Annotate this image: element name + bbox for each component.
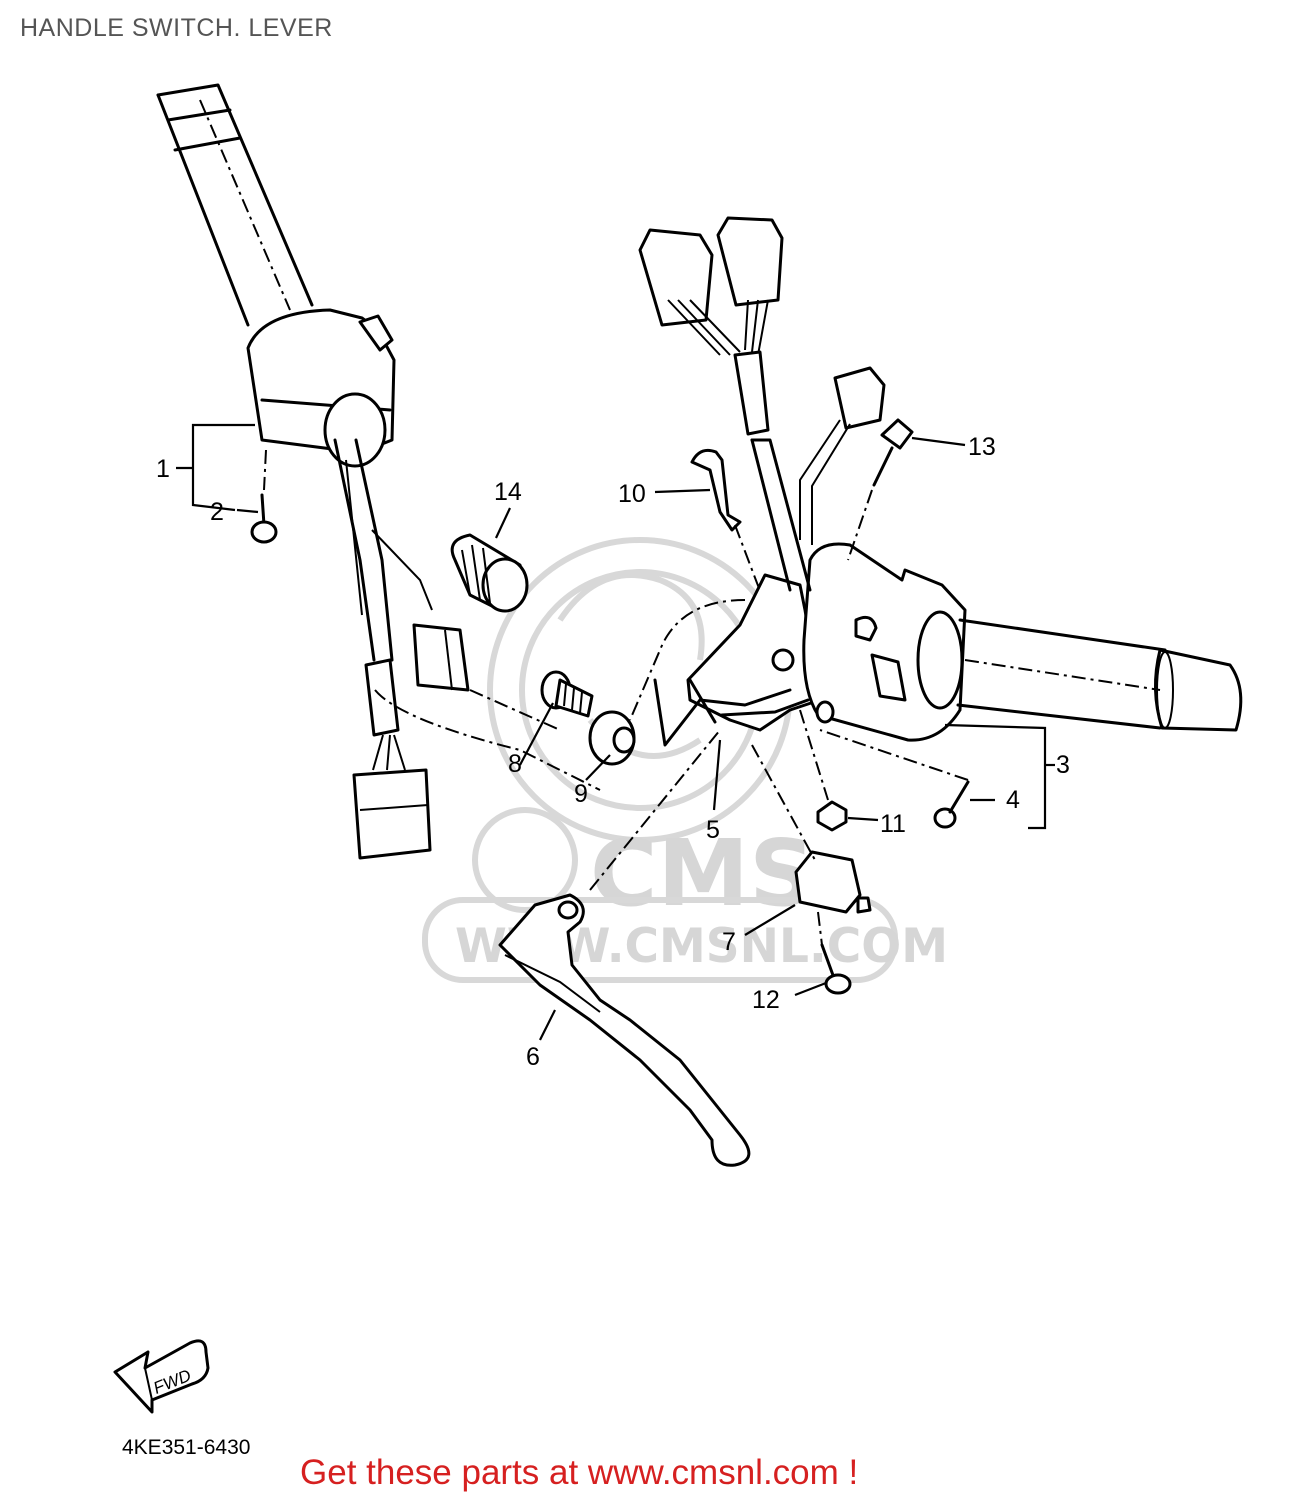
callout-3: 3 [1056,751,1070,779]
right-handlebar-grip [956,618,1243,732]
leader-lines [176,423,1055,1041]
screw-13 [847,418,914,561]
right-switch-housing [802,542,967,742]
adjuster-part [540,670,594,718]
callout-13: 13 [968,433,996,461]
lever-part [498,729,751,1167]
screw-4 [819,729,970,829]
nut-part [799,709,848,832]
callout-11: 11 [880,810,906,838]
callout-12: 12 [752,986,780,1014]
locknut-part [588,710,636,766]
callout-8: 8 [508,750,522,778]
lever-bracket [629,573,822,747]
screw-2 [250,449,278,544]
switch-part [751,744,872,914]
right-wire-harness [638,216,886,592]
left-wire-harness [333,438,470,860]
fwd-arrow-icon: FWD [113,1339,210,1414]
boot-part [450,533,529,613]
promo-link[interactable]: Get these parts at www.cmsnl.com ! [300,1453,859,1492]
callout-7: 7 [722,928,736,956]
callout-1: 1 [156,455,170,483]
callout-labels: 1 2 3 4 5 6 7 8 9 10 11 12 13 14 [156,433,1070,1071]
drawing-code: 4KE351-6430 [122,1436,251,1459]
callout-9: 9 [574,780,588,808]
watermark-logo-text: CMS [590,820,815,927]
callout-6: 6 [526,1043,540,1071]
callout-2: 2 [210,498,224,526]
left-handlebar-grip [156,83,314,327]
callout-5: 5 [706,816,720,844]
callout-4: 4 [1006,786,1020,814]
left-switch-housing [246,308,396,468]
callout-10: 10 [618,480,646,508]
callout-14: 14 [494,478,522,506]
page-title: HANDLE SWITCH. LEVER [20,14,333,42]
